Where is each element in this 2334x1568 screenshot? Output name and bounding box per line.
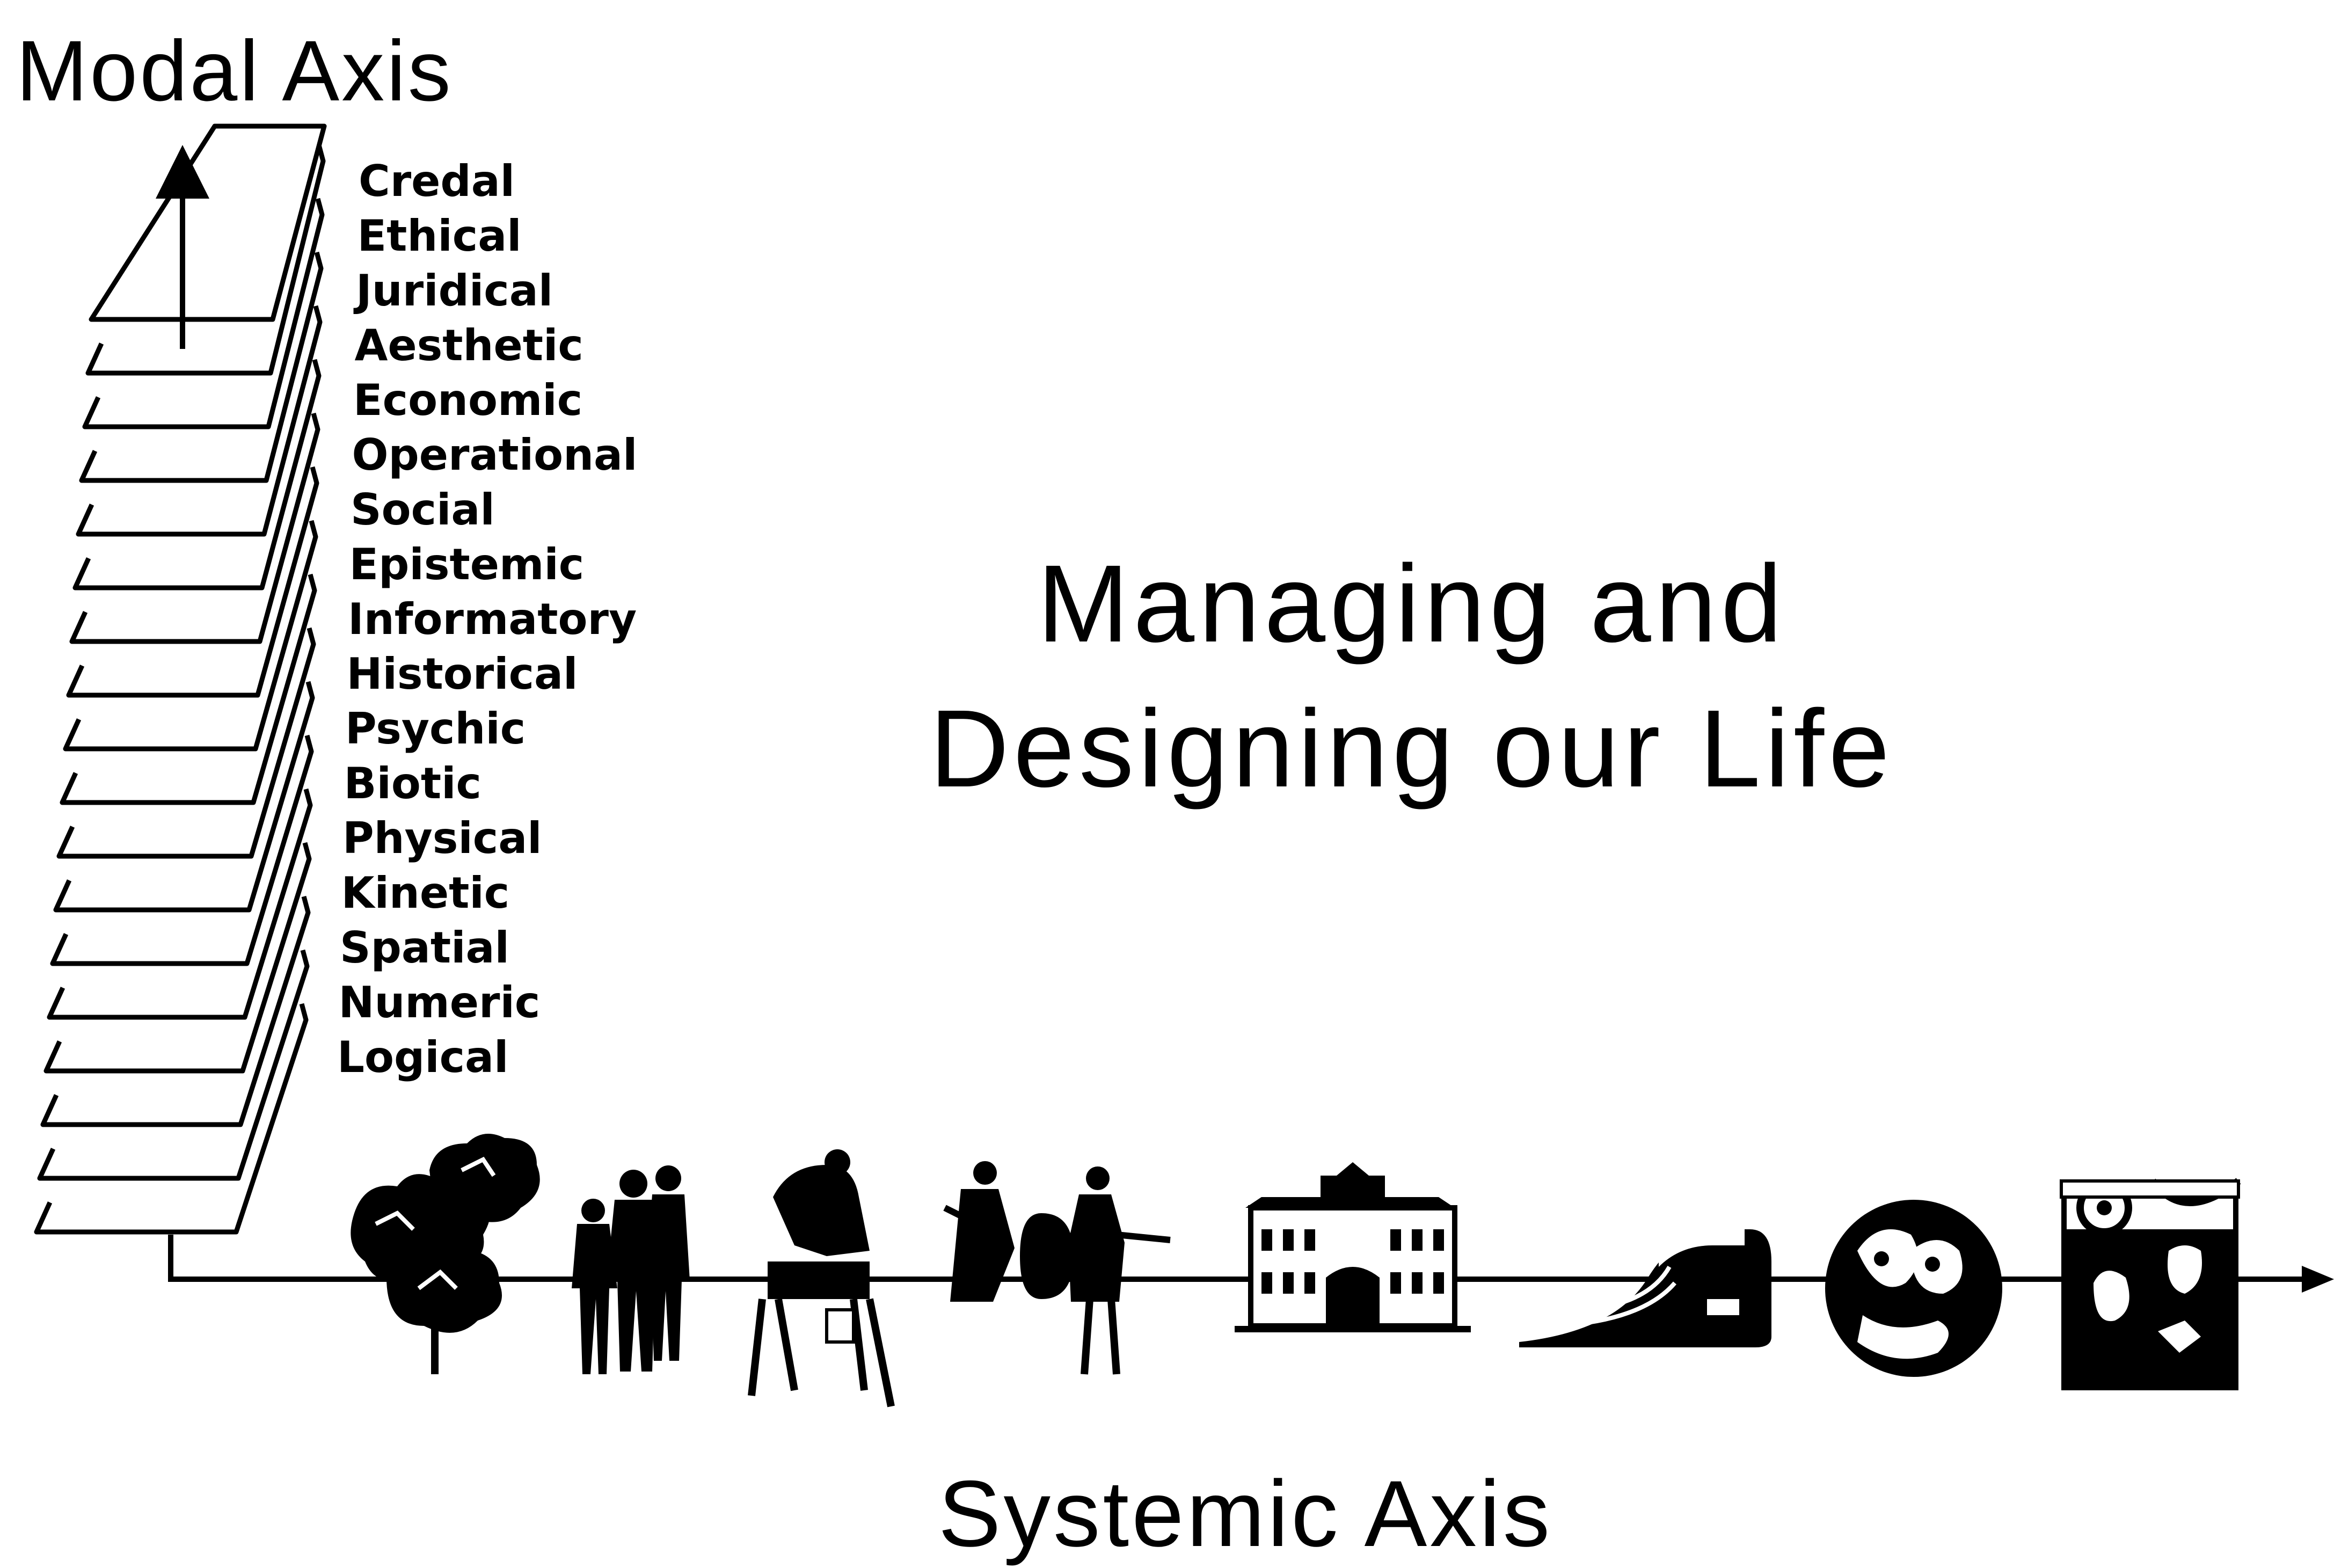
aspect-label-psychic: Psychic (345, 704, 526, 754)
aspect-label-juridical: Juridical (353, 266, 553, 316)
center-title-line2: Designing our Life (929, 687, 1894, 810)
trees-icon (351, 1134, 540, 1374)
building-icon (1235, 1162, 1471, 1332)
aspect-label-social: Social (351, 485, 495, 535)
aspect-label-logical: Logical (337, 1032, 508, 1082)
systemic-axis-line (168, 1235, 2303, 1282)
center-title-line1: Managing and (1037, 542, 1786, 665)
aspect-label-economic: Economic (353, 375, 582, 425)
aspect-label-spatial: Spatial (340, 923, 509, 973)
aspect-label-numeric: Numeric (339, 978, 541, 1027)
aspect-label-kinetic: Kinetic (341, 868, 510, 918)
aspect-label-operational: Operational (352, 430, 638, 480)
aspect-label-informatory: Informatory (348, 594, 637, 644)
modal-axis-title: Modal Axis (16, 23, 453, 119)
aspect-label-historical: Historical (347, 649, 578, 699)
train-icon (1519, 1224, 1771, 1347)
modal-layer-stack (34, 123, 327, 1235)
modal-aspect-labels: CredalEthicalJuridicalAestheticEconomicO… (337, 156, 637, 1082)
worker-icon (748, 1149, 895, 1407)
aspect-label-physical: Physical (342, 813, 542, 863)
aspect-label-ethical: Ethical (358, 211, 522, 261)
musicians-icon (943, 1161, 1171, 1375)
aspect-label-biotic: Biotic (344, 759, 482, 808)
aspect-label-credal: Credal (359, 156, 515, 206)
systemic-axis-title: Systemic Axis (938, 1462, 1553, 1566)
family-circle-icon (1825, 1200, 2002, 1377)
center-title: Managing and Designing our Life (913, 531, 1911, 821)
people-group-icon (572, 1165, 690, 1374)
systemic-axis-arrowhead (2302, 1266, 2334, 1293)
aspect-label-aesthetic: Aesthetic (355, 320, 584, 370)
aspect-label-epistemic: Epistemic (349, 539, 585, 589)
people-art-icon (2060, 1178, 2241, 1390)
